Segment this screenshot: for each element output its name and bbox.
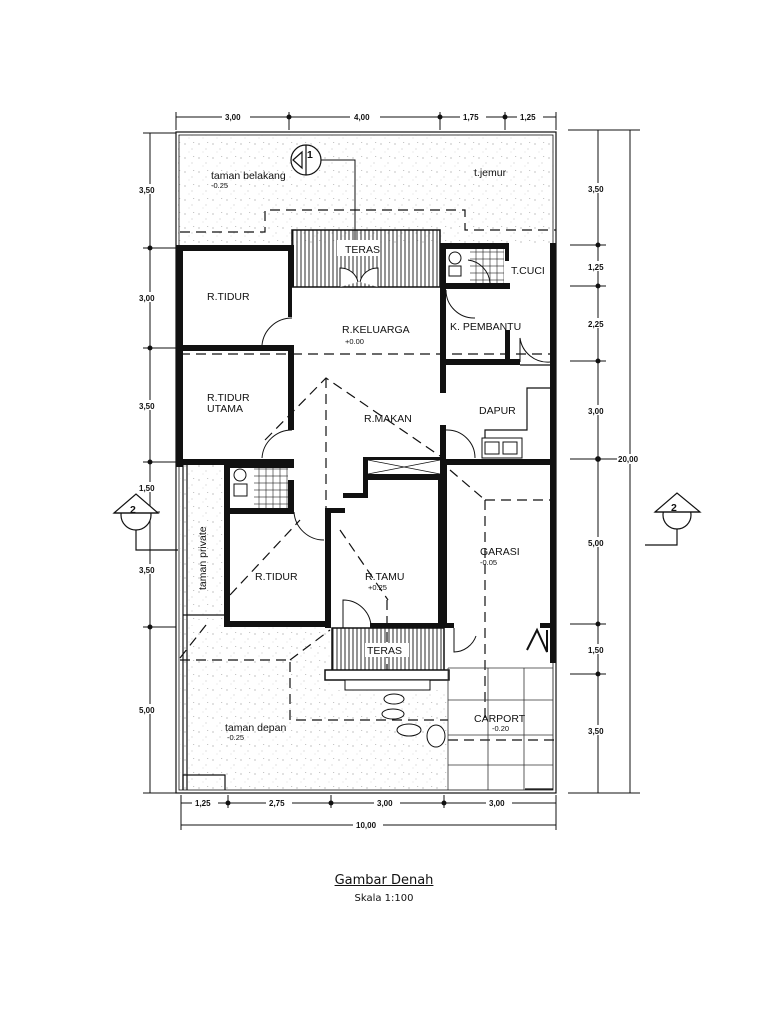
label-taman-private: taman private [197,526,209,590]
door-swings [261,259,551,653]
dim-bottom-2: 2,75 [269,799,285,808]
section-line-1 [305,159,356,248]
taman-belakang-area [178,135,556,245]
dim-bottom-3: 3,00 [377,799,393,808]
label-r-tidur-2: R.TIDUR [255,571,298,583]
section-marker-2-right-label: 2 [671,502,677,514]
walls [176,243,556,663]
dim-left-2: 3,00 [139,294,155,303]
garage-door-marker [526,627,548,653]
label-r-makan: R.MAKAN [364,413,412,425]
dim-left-3: 3,50 [139,402,155,411]
level-taman-depan: -0.25 [227,733,244,742]
label-r-tidur-utama-1: R.TIDUR [207,392,250,404]
dim-right-1: 3,50 [588,185,604,194]
carport-grid [447,667,553,790]
dim-right-5: 5,00 [588,539,604,548]
dim-left-1: 3,50 [139,186,155,195]
label-carport: CARPORT [474,713,526,725]
thin-walls [182,364,553,790]
dim-top-1: 3,00 [225,113,241,122]
dim-top-4: 1,25 [520,113,536,122]
label-teras-front: TERAS [367,645,402,657]
dim-right-3: 2,25 [588,320,604,329]
level-taman-belakang: -0.25 [211,181,228,190]
teras-front-step [324,669,450,681]
section-marker-2-left [112,493,178,551]
label-dapur: DAPUR [479,405,516,417]
dim-bottom-1: 1,25 [195,799,211,808]
bathroom-lower-tiles [254,468,288,508]
teras-back-door-swing [339,267,379,287]
level-r-tamu: +0.25 [368,583,387,592]
label-t-jemur: t.jemur [474,167,507,179]
taman-depan-area [180,625,448,790]
level-carport: -0.20 [492,724,509,733]
dim-left-5: 3,50 [139,566,155,575]
label-r-tidur-utama-2: UTAMA [207,403,243,415]
section-marker-1-label: 1 [307,149,313,161]
left-dimensions [143,132,176,794]
toilet-icon-2 [233,468,247,482]
label-r-tidur-1: R.TIDUR [207,291,250,303]
label-k-pembantu: K. PEMBANTU [450,321,521,333]
label-r-keluarga: R.KELUARGA [342,324,410,336]
level-garasi: -0.05 [480,558,497,567]
dim-right-4: 3,00 [588,407,604,416]
dim-top-3: 1,75 [463,113,479,122]
drawing-title: Gambar Denah [334,873,434,888]
dim-bottom-4: 3,00 [489,799,505,808]
dim-top-2: 4,00 [354,113,370,122]
dim-right-7: 3,50 [588,727,604,736]
dim-right-2: 1,25 [588,263,604,272]
dim-right-6: 1,50 [588,646,604,655]
dim-left-6: 5,00 [139,706,155,715]
label-t-cuci: T.CUCI [511,265,545,277]
bathroom-back-tiles [470,249,504,283]
section-marker-1 [290,144,322,176]
void-x [367,459,441,475]
section-marker-2-right [645,492,702,546]
stepping-stones [381,693,446,748]
label-teras-back: TERAS [345,244,380,256]
right-dimensions [568,129,640,794]
section-marker-2-left-label: 2 [130,504,136,516]
dim-right-total: 20,00 [618,455,639,464]
kitchen-sink-stove [481,437,523,459]
label-taman-depan: taman depan [225,722,286,734]
label-taman-belakang: taman belakang [211,170,286,182]
label-r-tamu: R.TAMU [365,571,404,583]
drawing-scale: Skala 1:100 [354,893,414,904]
toilet-icon [448,251,462,265]
dim-left-4: 1,50 [139,484,155,493]
level-r-keluarga: +0.00 [345,337,364,346]
label-garasi: GARASI [480,546,520,558]
dim-bottom-total: 10,00 [356,821,377,830]
garden-areas [178,135,556,790]
